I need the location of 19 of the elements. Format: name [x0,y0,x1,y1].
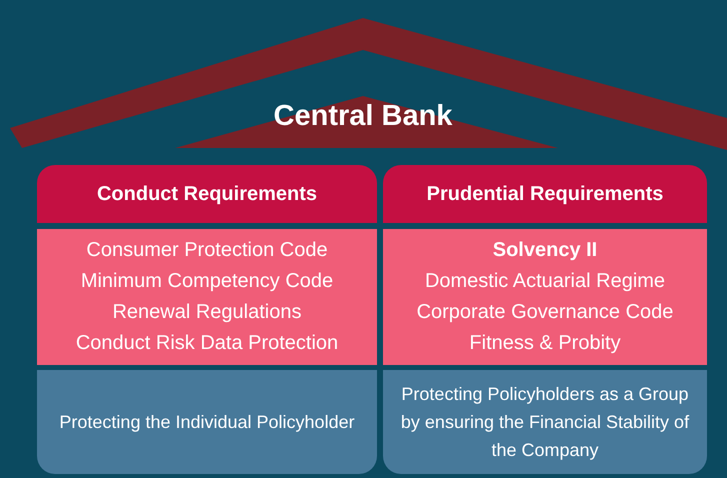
objective-text: Protecting the Individual Policyholder [59,411,355,434]
requirement-item: Conduct Risk Data Protection [76,331,338,356]
requirement-item: Consumer Protection Code [86,238,328,263]
requirement-item: Fitness & Probity [469,331,621,356]
roof-title: Central Bank [272,99,454,134]
column-header [383,165,707,223]
column-title: Prudential Requirements [426,184,664,204]
requirement-item: Domestic Actuarial Regime [424,269,666,294]
requirement-item: Solvency II [492,238,598,263]
requirements-panel [383,229,707,365]
column-header [37,165,377,223]
requirement-item: Minimum Competency Code [80,269,334,294]
objective-panel [383,370,707,474]
objective-panel [37,370,377,474]
requirement-item: Corporate Governance Code [416,300,674,325]
requirements-panel [37,229,377,365]
objective-text: Protecting Policyholders as a Group by ensuring the Financial Stability of the Company [400,383,690,462]
requirement-item: Renewal Regulations [112,300,302,325]
column-title: Conduct Requirements [96,184,318,204]
